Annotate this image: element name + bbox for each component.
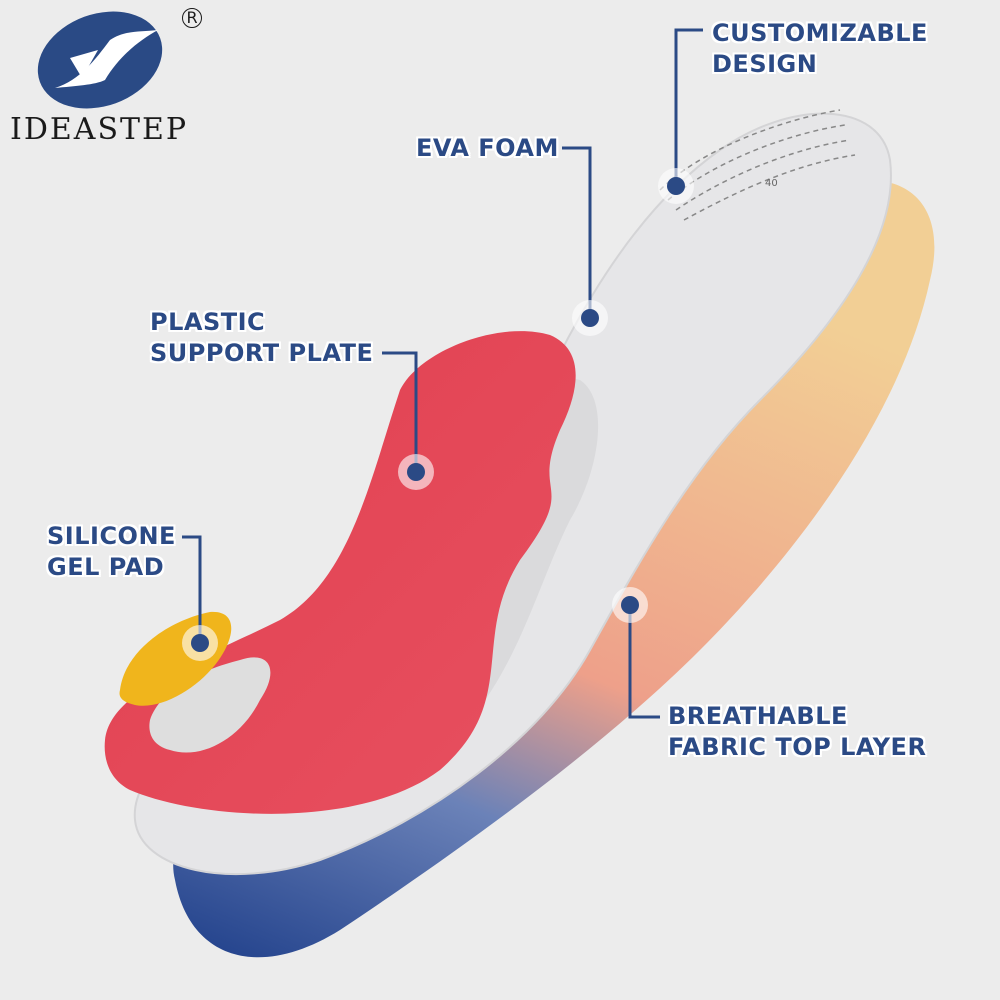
brand-name: IDEASTEP bbox=[10, 112, 189, 147]
ideastep-logo bbox=[37, 11, 163, 109]
callout-breathable-fabric: BREATHABLE FABRIC TOP LAYER bbox=[668, 701, 926, 763]
callout-line: SUPPORT PLATE bbox=[150, 339, 374, 367]
registered-mark: R bbox=[182, 8, 202, 28]
size-label: 40 bbox=[765, 178, 778, 189]
callout-line: BREATHABLE bbox=[668, 702, 848, 730]
callout-customizable-design: CUSTOMIZABLE DESIGN bbox=[712, 18, 928, 80]
callout-line: PLASTIC bbox=[150, 308, 266, 336]
callout-line: FABRIC TOP LAYER bbox=[668, 733, 927, 761]
callout-line: SILICONE bbox=[47, 522, 176, 550]
callout-dots bbox=[182, 168, 694, 661]
callout-plastic-support-plate: PLASTIC SUPPORT PLATE bbox=[150, 307, 373, 369]
callout-eva-foam: EVA FOAM bbox=[416, 133, 559, 164]
callout-line: CUSTOMIZABLE bbox=[712, 19, 928, 47]
callout-lines bbox=[182, 28, 703, 719]
callout-line: DESIGN bbox=[712, 50, 818, 78]
callout-silicone-gel-pad: SILICONE GEL PAD bbox=[47, 521, 176, 583]
callout-line: EVA FOAM bbox=[416, 134, 559, 162]
callout-line: GEL PAD bbox=[47, 553, 165, 581]
